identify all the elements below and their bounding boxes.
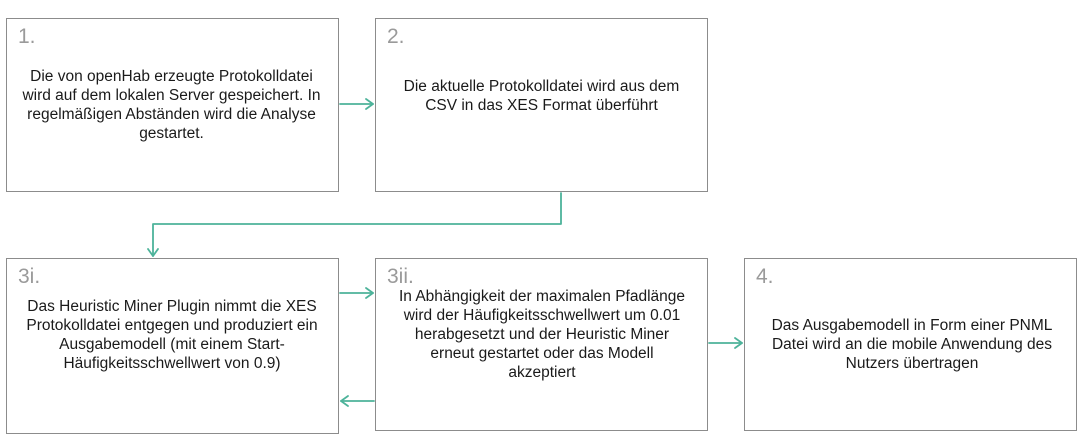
step-2-text: Die aktuelle Protokolldatei wird aus dem… xyxy=(403,78,680,114)
arrow-2-to-3i xyxy=(147,192,562,257)
arrow-3ii-to-4 xyxy=(708,337,743,349)
arrow-3i-to-3ii xyxy=(339,287,374,299)
step-1-number: 1. xyxy=(18,25,36,48)
step-3ii-number: 3ii. xyxy=(387,265,414,288)
step-4-number: 4. xyxy=(756,265,774,288)
step-4-box: 4. Das Ausgabemodell in Form einer PNML … xyxy=(744,258,1077,431)
step-3ii-text: In Abhängigkeit der maximalen Pfadlänge … xyxy=(398,288,686,381)
step-3ii-box: 3ii. In Abhängigkeit der maximalen Pfadl… xyxy=(375,258,708,431)
step-3i-number: 3i. xyxy=(18,265,41,288)
step-3i-box: 3i. Das Heuristic Miner Plugin nimmt die… xyxy=(6,258,339,434)
step-4-text: Das Ausgabemodell in Form einer PNML Dat… xyxy=(771,317,1053,372)
arrow-1-to-2 xyxy=(339,98,374,110)
step-1-box: 1. Die von openHab erzeugte Protokolldat… xyxy=(6,18,339,192)
step-2-number: 2. xyxy=(387,25,405,48)
arrow-3ii-to-3i xyxy=(340,395,375,407)
step-1-text: Die von openHab erzeugte Protokolldatei … xyxy=(22,68,321,142)
step-3i-text: Das Heuristic Miner Plugin nimmt die XES… xyxy=(26,298,318,372)
step-2-box: 2. Die aktuelle Protokolldatei wird aus … xyxy=(375,18,708,192)
